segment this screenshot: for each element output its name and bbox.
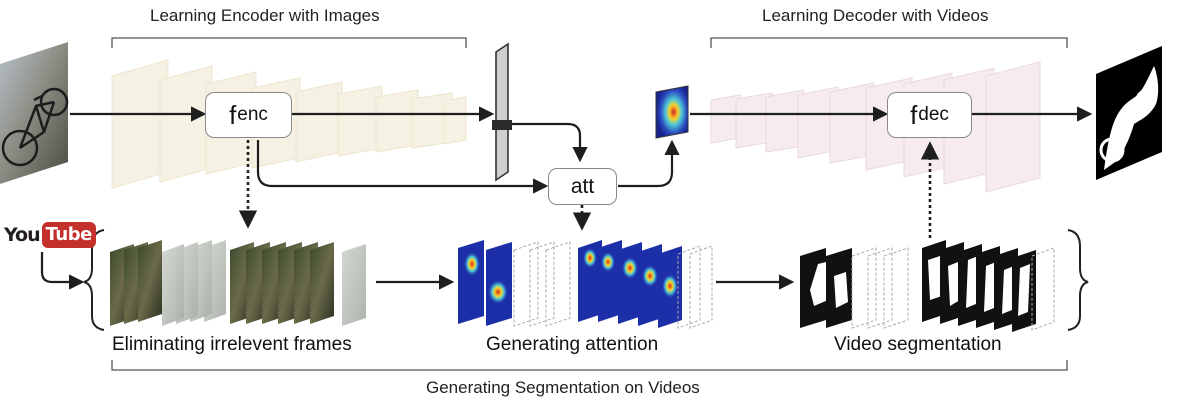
dotted-arrows: [238, 140, 940, 238]
segmentation-frames: [800, 240, 1055, 332]
decoder-title: Learning Decoder with Videos: [762, 6, 989, 25]
youtube-logo: You Tube: [4, 222, 96, 248]
attention-frames: [458, 240, 713, 329]
youtube-logo-tube: Tube: [41, 222, 96, 248]
youtube-logo-you: You: [4, 224, 41, 246]
stage-segmentation-label: Video segmentation: [834, 334, 1002, 355]
attention-node: att: [548, 168, 617, 205]
encoder-title: Learning Encoder with Images: [150, 6, 380, 25]
stage-attention-label: Generating attention: [486, 334, 659, 355]
decoder-node-sub: dec: [918, 104, 949, 125]
video-frames: [110, 240, 366, 326]
bottleneck-feature: [492, 42, 512, 182]
output-mask: [1096, 46, 1162, 180]
attention-node-label: att: [570, 174, 595, 198]
top-arrows: [70, 106, 1093, 194]
encoder-bracket: [111, 37, 467, 48]
decoder-bracket: [710, 37, 1068, 48]
bottom-title: Generating Segmentation on Videos: [426, 378, 700, 397]
input-image: [0, 42, 69, 184]
bottom-bracket: [111, 360, 1068, 371]
right-brace: [1067, 229, 1089, 331]
decoder-node-main: f: [910, 99, 918, 130]
youtube-arrow: [40, 252, 85, 290]
attention-map-top: [655, 85, 689, 139]
stage-eliminate-label: Eliminating irrelevent frames: [112, 334, 352, 355]
encoder-node-sub: enc: [237, 104, 268, 125]
encoder-node-main: f: [229, 99, 237, 130]
decoder-layers: [710, 61, 1041, 193]
